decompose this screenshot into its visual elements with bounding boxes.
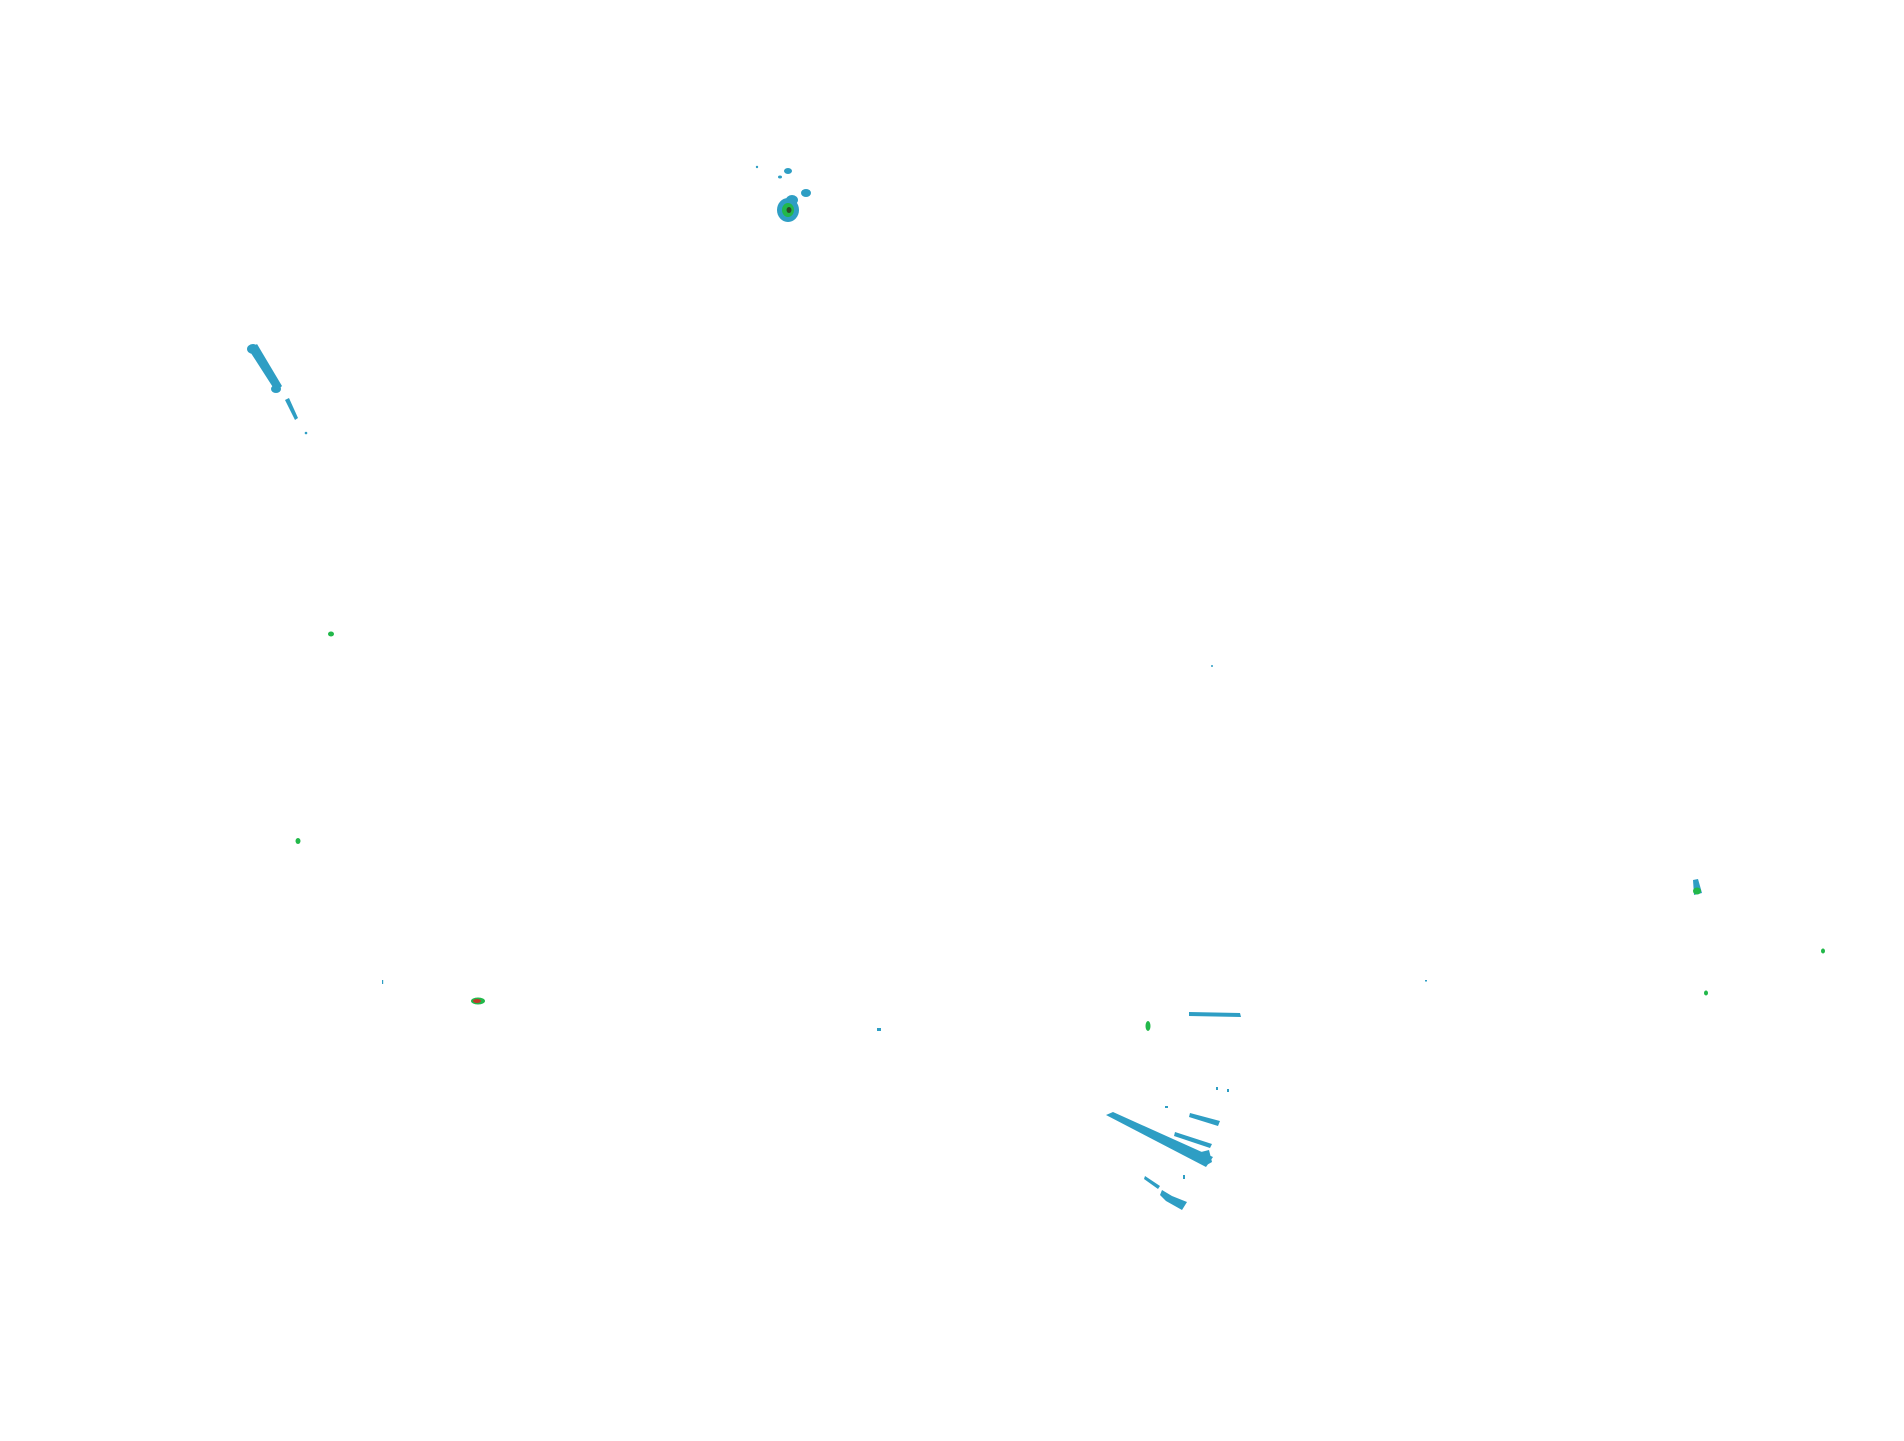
- echo-band-south: [1106, 1012, 1241, 1210]
- echo-speck: [1211, 665, 1213, 667]
- echo-blob: [784, 168, 792, 174]
- echo-cell-east: [1693, 879, 1702, 895]
- echo-speck: [304, 431, 308, 435]
- echo-blob: [801, 189, 811, 197]
- echo-cell-green: [1145, 1021, 1151, 1031]
- echo-cell-green: [1704, 990, 1708, 996]
- echo-blob: [778, 175, 782, 179]
- echo-speck: [1216, 1087, 1218, 1090]
- echo-speck: [1165, 1106, 1168, 1108]
- echo-cell-green: [1821, 948, 1825, 954]
- echo-streak: [1106, 1112, 1213, 1167]
- echo-streak: [1174, 1132, 1212, 1148]
- echo-speck: [1425, 980, 1427, 982]
- echo-blob: [1201, 1150, 1212, 1166]
- echo-blob: [247, 344, 259, 354]
- echo-cluster-north: [755, 165, 811, 222]
- echo-cell-southwest: [471, 997, 485, 1005]
- echo-streak: [249, 344, 282, 392]
- echo-blob: [271, 385, 281, 393]
- echo-blob: [1160, 1190, 1187, 1210]
- echo-streak: [1189, 1113, 1220, 1126]
- echo-cell-green: [328, 631, 334, 637]
- echo-speck: [1183, 1175, 1185, 1179]
- echo-streak: [285, 398, 298, 420]
- echo-speck: [877, 1028, 881, 1031]
- echo-streak: [1144, 1176, 1160, 1189]
- echo-band-northwest: [247, 344, 308, 435]
- echo-speck: [755, 165, 759, 169]
- echo-cell-green: [295, 838, 301, 844]
- echo-streak: [1189, 1012, 1241, 1017]
- echo-core-red: [473, 999, 481, 1003]
- echo-core-green: [1693, 887, 1701, 895]
- echo-core-dark: [786, 207, 792, 213]
- echo-speck: [1227, 1089, 1229, 1092]
- echo-speck: [382, 980, 384, 984]
